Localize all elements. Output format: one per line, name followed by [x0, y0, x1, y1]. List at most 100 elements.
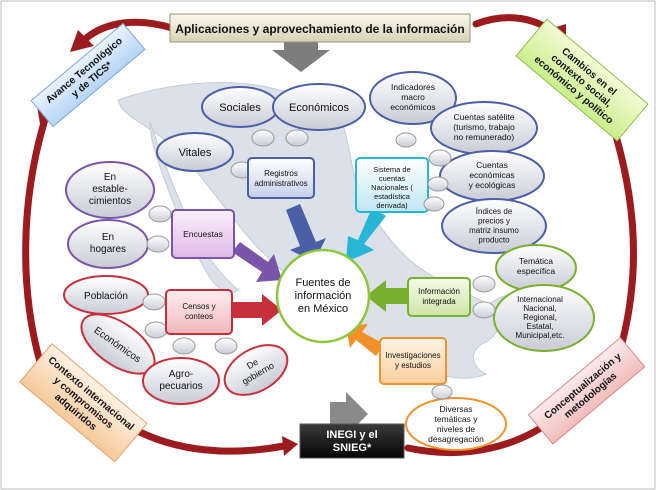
bubble-agropecuarios — [142, 357, 220, 405]
label-line: Nacionales ( — [371, 183, 413, 192]
connector-dot — [142, 293, 166, 311]
label-line: Cuentas satélite — [454, 112, 515, 122]
bubble-diversas — [405, 397, 507, 451]
label-line: Municipal,etc. — [516, 331, 565, 340]
censos-cluster: Población Económicos Agro-pecuarios Dego… — [63, 275, 289, 405]
label-line: económicas — [469, 170, 514, 180]
center-circle — [275, 248, 371, 344]
cycle-arrow-bottom-left — [128, 424, 288, 455]
label-line: específica — [517, 266, 556, 276]
label-line: estable- — [92, 184, 128, 195]
connector-dot — [285, 129, 309, 147]
label-line: cimientos — [89, 196, 131, 207]
label-poblacion: Población — [84, 291, 128, 302]
connector-dot — [172, 337, 196, 355]
connector-dot — [146, 235, 170, 253]
label-line: Encuestas — [183, 229, 223, 239]
label-line: niveles de — [437, 424, 476, 434]
label-line: INEGI y el — [326, 429, 377, 441]
encuestas-arrow — [232, 242, 282, 282]
label-line: Fuentes de — [295, 277, 350, 289]
title-down-arrow — [272, 40, 330, 72]
label-line: precios y — [478, 217, 510, 226]
label-sociales: Sociales — [219, 102, 261, 114]
connector-dot — [423, 196, 445, 212]
connector-dot — [472, 275, 496, 293]
connector-dot — [428, 149, 452, 167]
connector-dot — [144, 321, 168, 339]
label-line: y estudios — [395, 361, 431, 370]
title-box — [169, 13, 471, 43]
label-line: integrada — [422, 297, 456, 306]
label-line: conteos — [185, 312, 213, 321]
label-line: Indicadores — [391, 82, 435, 92]
label-line: desagregación — [428, 434, 484, 444]
label-line: Diversas — [439, 404, 472, 414]
connector-dot — [427, 176, 449, 192]
investigaciones-arrow — [346, 324, 384, 356]
label-line: Vitales — [179, 147, 212, 159]
label-line: Nacional, — [523, 304, 556, 313]
cycle-arrowhead — [70, 30, 94, 52]
bubble-niveles — [493, 284, 595, 352]
label-line: temáticas y — [435, 414, 479, 424]
label-line: (turismo, trabajo — [453, 122, 515, 132]
connector-dot — [395, 132, 417, 148]
hub-registros — [247, 157, 315, 199]
label-vitales: Vitales — [179, 147, 212, 159]
connector-dot — [431, 384, 453, 400]
registros-arrow — [286, 204, 326, 262]
title-band: Aplicaciones y aprovechamiento de la inf… — [169, 13, 471, 72]
label-line: Sociales — [219, 102, 261, 114]
label-agropecuarios: Agro-pecuarios — [159, 369, 202, 392]
bubble-economicos-registros — [272, 83, 366, 131]
label-line: Estatal, — [527, 322, 554, 331]
label-line: Cuentas — [476, 160, 508, 170]
integrada-arrow — [366, 280, 410, 312]
hub-encuestas — [171, 209, 235, 259]
label-economicos-registros: Económicos — [289, 102, 349, 114]
inegi-box — [299, 423, 405, 459]
label-line: y ecológicas — [469, 180, 516, 190]
label-line: cuentas — [379, 174, 406, 183]
label-line: Registros — [264, 169, 298, 178]
label-line: hogares — [90, 244, 126, 255]
cycle-arrow-right — [612, 132, 637, 362]
cycle-arrows — [22, 14, 637, 456]
label-line: macro — [401, 92, 425, 102]
label-line: matriz insumo — [469, 226, 519, 235]
label-line: Información — [418, 287, 460, 296]
cycle-arrowhead — [282, 436, 298, 456]
label-line: no remunerado) — [454, 132, 515, 142]
cycle-arrow-top-left — [78, 18, 176, 46]
label-line: Índices de — [476, 207, 513, 216]
label-line: en México — [298, 303, 348, 315]
label-line: Censos y — [182, 302, 215, 311]
label-line: pecuarios — [159, 381, 202, 392]
label-line: producto — [478, 236, 510, 245]
label-line: Regional, — [523, 313, 557, 322]
label-line: Económicos — [289, 102, 349, 114]
cuentas-arrow — [346, 208, 386, 262]
label-line: Internacional — [517, 295, 563, 304]
label-line: SNIEG* — [333, 442, 372, 454]
